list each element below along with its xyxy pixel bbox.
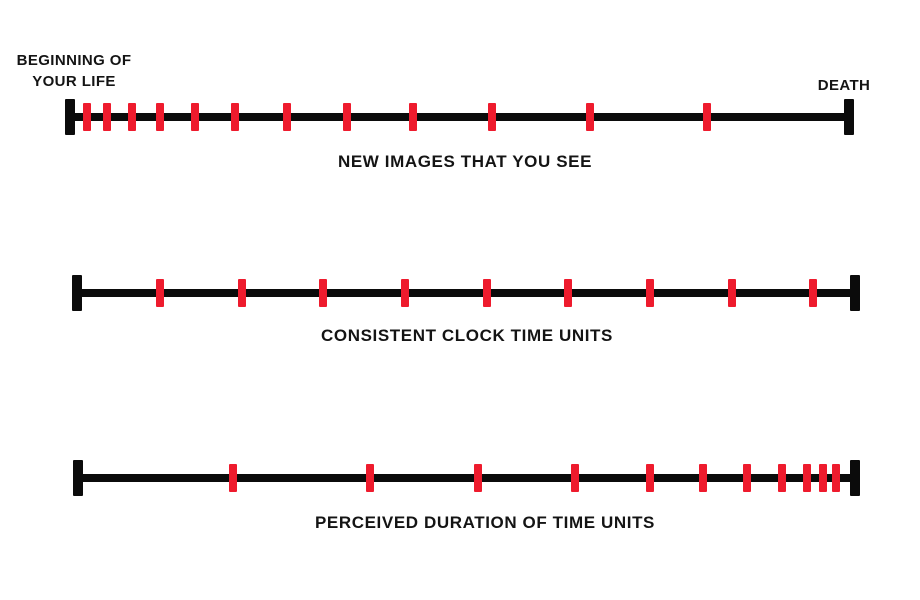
tick-mark bbox=[483, 279, 491, 307]
timeline-line bbox=[77, 289, 855, 297]
tick-mark bbox=[156, 103, 164, 131]
timeline-end-cap bbox=[850, 275, 860, 311]
timeline-end-cap bbox=[844, 99, 854, 135]
tick-mark bbox=[646, 464, 654, 492]
tick-mark bbox=[571, 464, 579, 492]
timeline-start-cap bbox=[73, 460, 83, 496]
tick-mark bbox=[128, 103, 136, 131]
tick-mark bbox=[703, 103, 711, 131]
tick-mark bbox=[191, 103, 199, 131]
label-beginning-line2: YOUR LIFE bbox=[32, 73, 116, 90]
tick-mark bbox=[319, 279, 327, 307]
label-beginning-of-your-life: BEGINNING OF YOUR LIFE bbox=[2, 50, 146, 92]
timeline-line bbox=[70, 113, 849, 121]
tick-mark bbox=[488, 103, 496, 131]
tick-mark bbox=[366, 464, 374, 492]
tick-mark bbox=[103, 103, 111, 131]
tick-mark bbox=[283, 103, 291, 131]
tick-mark bbox=[743, 464, 751, 492]
label-death: DEATH bbox=[817, 77, 871, 94]
timeline-caption-new-images: NEW IMAGES THAT YOU SEE bbox=[337, 152, 593, 171]
tick-mark bbox=[778, 464, 786, 492]
tick-mark bbox=[474, 464, 482, 492]
tick-mark bbox=[238, 279, 246, 307]
tick-mark bbox=[231, 103, 239, 131]
tick-mark bbox=[83, 103, 91, 131]
tick-mark bbox=[564, 279, 572, 307]
timeline-start-cap bbox=[65, 99, 75, 135]
tick-mark bbox=[401, 279, 409, 307]
tick-mark bbox=[832, 464, 840, 492]
tick-mark bbox=[646, 279, 654, 307]
tick-mark bbox=[156, 279, 164, 307]
timeline-caption-perceived-duration: PERCEIVED DURATION OF TIME UNITS bbox=[314, 513, 656, 532]
tick-mark bbox=[803, 464, 811, 492]
tick-mark bbox=[819, 464, 827, 492]
timeline-end-cap bbox=[850, 460, 860, 496]
tick-mark bbox=[728, 279, 736, 307]
tick-mark bbox=[409, 103, 417, 131]
tick-mark bbox=[586, 103, 594, 131]
tick-mark bbox=[699, 464, 707, 492]
tick-mark bbox=[229, 464, 237, 492]
tick-mark bbox=[343, 103, 351, 131]
timeline-caption-clock-time-units: CONSISTENT CLOCK TIME UNITS bbox=[321, 326, 613, 345]
timeline-line bbox=[78, 474, 855, 482]
label-beginning-line1: BEGINNING OF bbox=[16, 52, 132, 69]
tick-mark bbox=[809, 279, 817, 307]
timeline-start-cap bbox=[72, 275, 82, 311]
